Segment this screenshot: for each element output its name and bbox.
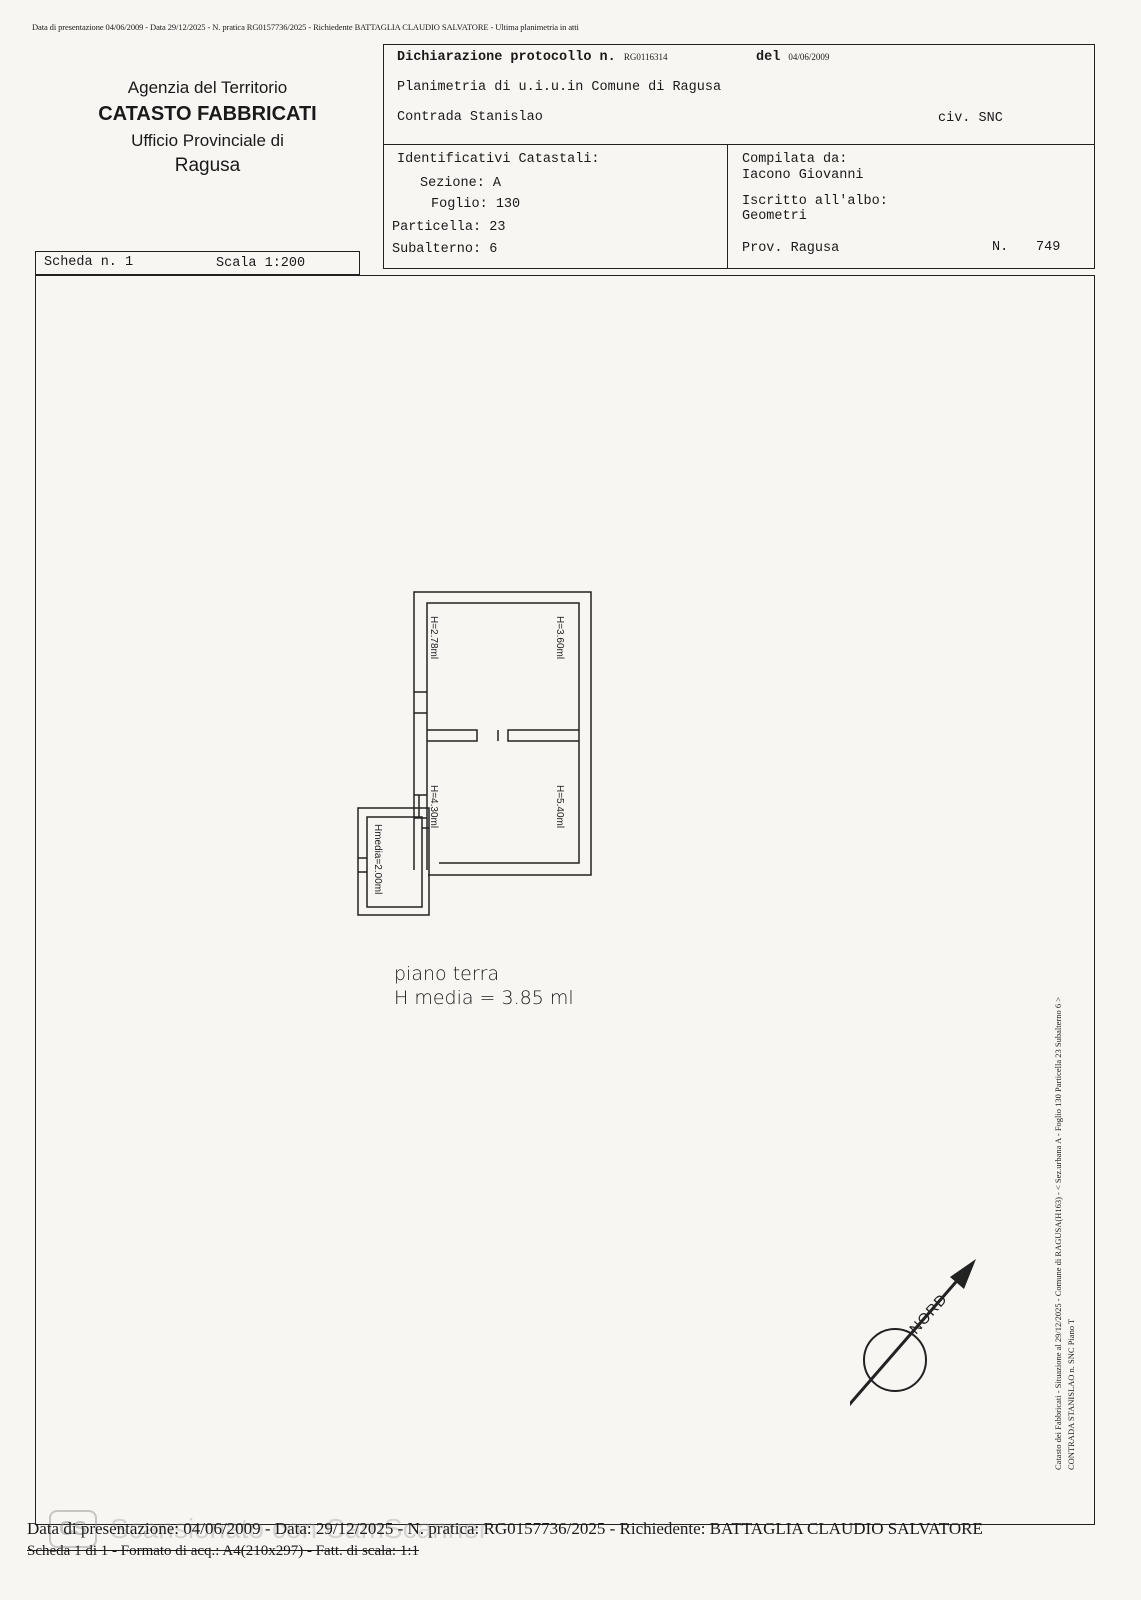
plan-average-height: H media = 3.85 ml xyxy=(394,987,574,1009)
room-label-3: H=4.30ml xyxy=(428,785,439,828)
particella-label: Particella: xyxy=(392,220,482,235)
subalterno-label: Subalterno: xyxy=(392,242,482,257)
camscanner-watermark: Scansionato con CamScanner xyxy=(110,1513,489,1544)
compilata-name: Iacono Giovanni xyxy=(742,168,864,183)
n-label: N. xyxy=(992,240,1009,255)
footer-line1: Data di presentazione: 04/06/2009 - Data… xyxy=(27,1519,983,1538)
room-label-4: H=5.40ml xyxy=(554,785,565,828)
compass-needle xyxy=(850,1274,964,1407)
agency-block: Agenzia del Territorio CATASTO FABBRICAT… xyxy=(70,78,345,177)
compilata-title: Compilata da: xyxy=(742,152,848,167)
office-label: Ufficio Provinciale di xyxy=(131,131,284,150)
foglio-value: 130 xyxy=(495,197,521,212)
camscanner-logo-icon: CS xyxy=(49,1510,97,1548)
identificativi-title: Identificativi Catastali: xyxy=(397,152,600,167)
protocol-number: RG0116314 xyxy=(623,52,668,62)
scala-label: Scala 1:200 xyxy=(216,256,306,271)
plan-floor-name: piano terra xyxy=(394,963,500,985)
prov-value: Prov. Ragusa xyxy=(742,241,840,256)
identificativi-divider xyxy=(727,145,728,269)
plan-label: piano terra H media = 3.85 ml xyxy=(394,962,574,1010)
n-value: 749 xyxy=(1036,240,1061,255)
drawing-frame xyxy=(35,275,1095,1525)
footer: Data di presentazione: 04/06/2009 - Data… xyxy=(27,1518,983,1562)
particella-value: 23 xyxy=(489,220,506,235)
identificativi-box xyxy=(383,145,1095,269)
protocol-box xyxy=(383,44,1095,145)
protocol-date: 04/06/2009 xyxy=(788,52,830,62)
foglio-label: Foglio: xyxy=(431,197,488,212)
protocol-label: Dichiarazione protocollo n. xyxy=(397,50,616,65)
side-text-line1: Catasto dei Fabbricati - Situazione al 2… xyxy=(1053,997,1063,1470)
iscritto-label: Iscritto all'albo: xyxy=(742,194,888,209)
scheda-box xyxy=(35,251,360,275)
compass-label: NORD xyxy=(906,1291,951,1338)
planimetria-line: Planimetria di u.i.u.in Comune di Ragusa xyxy=(397,80,722,95)
sezione-value: A xyxy=(492,176,502,191)
room-label-5: Hmedia=2.00ml xyxy=(372,824,383,894)
office-city: Ragusa xyxy=(174,155,241,176)
protocol-line: Dichiarazione protocollo n. RG0116314 xyxy=(397,50,668,65)
north-compass: NORD xyxy=(850,1259,976,1407)
side-reference-text: Catasto dei Fabbricati - Situazione al 2… xyxy=(1052,997,1078,1470)
footer-line2: Scheda 1 di 1 - Formato di acq.: A4(210x… xyxy=(27,1543,420,1559)
civ-number: civ. SNC xyxy=(938,111,1003,126)
compass-circle xyxy=(863,1328,927,1392)
scheda-label: Scheda n. 1 xyxy=(44,255,134,270)
header-metadata-line: Data di presentazione 04/06/2009 - Data … xyxy=(32,22,579,32)
albo-value: Geometri xyxy=(742,209,807,224)
del-label: del xyxy=(756,50,781,65)
compass-arrow-icon xyxy=(950,1259,976,1289)
floor-plan: H=2.78ml H=3.60ml H=4.30ml H=5.40ml Hmed… xyxy=(357,591,592,916)
foglio-row: Foglio: 130 xyxy=(431,197,520,212)
subalterno-row: Subalterno: 6 xyxy=(392,242,497,257)
sezione-row: Sezione: A xyxy=(420,176,501,191)
room-label-2: H=3.60ml xyxy=(554,616,565,659)
sezione-label: Sezione: xyxy=(420,176,485,191)
protocol-date-line: del 04/06/2009 xyxy=(756,50,829,65)
address-line: Contrada Stanislao xyxy=(397,110,543,125)
agency-name: Agenzia del Territorio xyxy=(127,78,288,97)
subalterno-value: 6 xyxy=(489,242,498,257)
particella-row: Particella: 23 xyxy=(392,220,505,235)
side-text-line2: CONTRADA STANISLAO n. SNC Piano T xyxy=(1066,1318,1076,1470)
catasto-title: CATASTO FABBRICATI xyxy=(98,103,317,125)
room-label-1: H=2.78ml xyxy=(428,616,439,659)
